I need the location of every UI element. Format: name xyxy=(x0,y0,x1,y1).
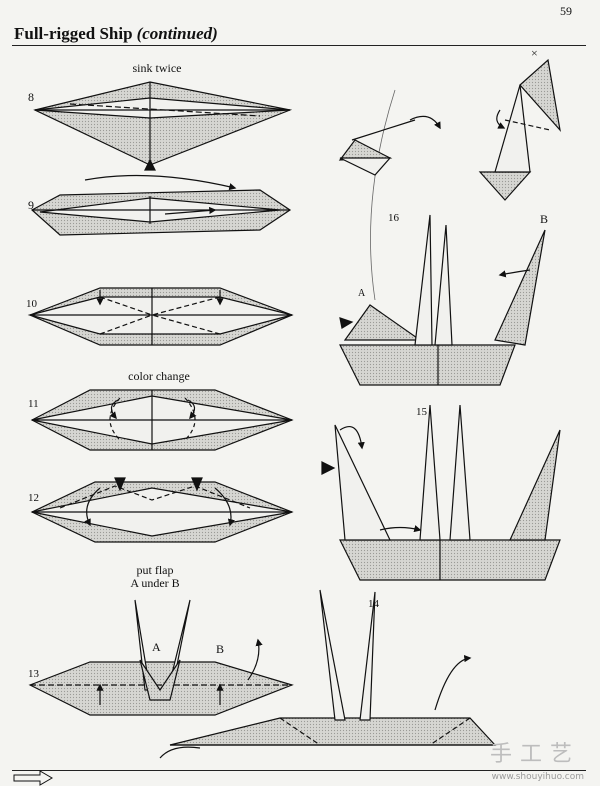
watermark-url: www.shouyihuo.com xyxy=(491,772,584,782)
title-text: Full-rigged Ship xyxy=(14,24,133,43)
step-number-16: 16 xyxy=(388,212,399,224)
step-8-figure xyxy=(33,81,293,171)
caption-put-flap-line2: A under B xyxy=(130,576,180,590)
step-9-figure xyxy=(30,174,292,236)
step-number-12: 12 xyxy=(28,492,39,504)
inset-figure-left xyxy=(338,115,441,176)
page-title: Full-rigged Ship(continued) xyxy=(14,24,218,44)
inset-figure-right xyxy=(478,58,561,201)
step-14-figure xyxy=(159,589,497,759)
caption-color-change: color change xyxy=(128,369,190,383)
step-12-figure xyxy=(30,477,294,543)
flap-label-b-step16: B xyxy=(540,212,549,226)
watermark-brand: 手工艺 xyxy=(489,742,580,767)
caption-sink-twice: sink twice xyxy=(132,61,182,75)
step-number-11: 11 xyxy=(28,398,39,410)
step-number-9: 9 xyxy=(28,198,34,212)
step-number-8: 8 xyxy=(28,90,34,104)
step-11-figure xyxy=(30,389,294,451)
caption-put-flap: put flap A under B xyxy=(110,564,200,590)
step-number-15: 15 xyxy=(416,406,427,418)
caption-put-flap-line1: put flap xyxy=(136,563,174,577)
title-suffix: (continued) xyxy=(136,24,218,43)
step-16-figure xyxy=(339,89,546,386)
flap-label-a-step16: A xyxy=(358,288,366,299)
page-number: 59 xyxy=(560,4,572,18)
step-15-figure xyxy=(321,404,561,581)
step-13-figure xyxy=(28,599,294,716)
footer-rule xyxy=(12,770,586,771)
flap-label-a: A xyxy=(152,640,161,654)
header-rule xyxy=(12,45,586,46)
step-number-10: 10 xyxy=(26,298,37,310)
step-number-13: 13 xyxy=(28,668,39,680)
step-number-14: 14 xyxy=(368,598,379,610)
x-mark: × xyxy=(531,46,538,60)
flap-label-b: B xyxy=(216,642,225,656)
step-10-figure xyxy=(27,287,294,346)
